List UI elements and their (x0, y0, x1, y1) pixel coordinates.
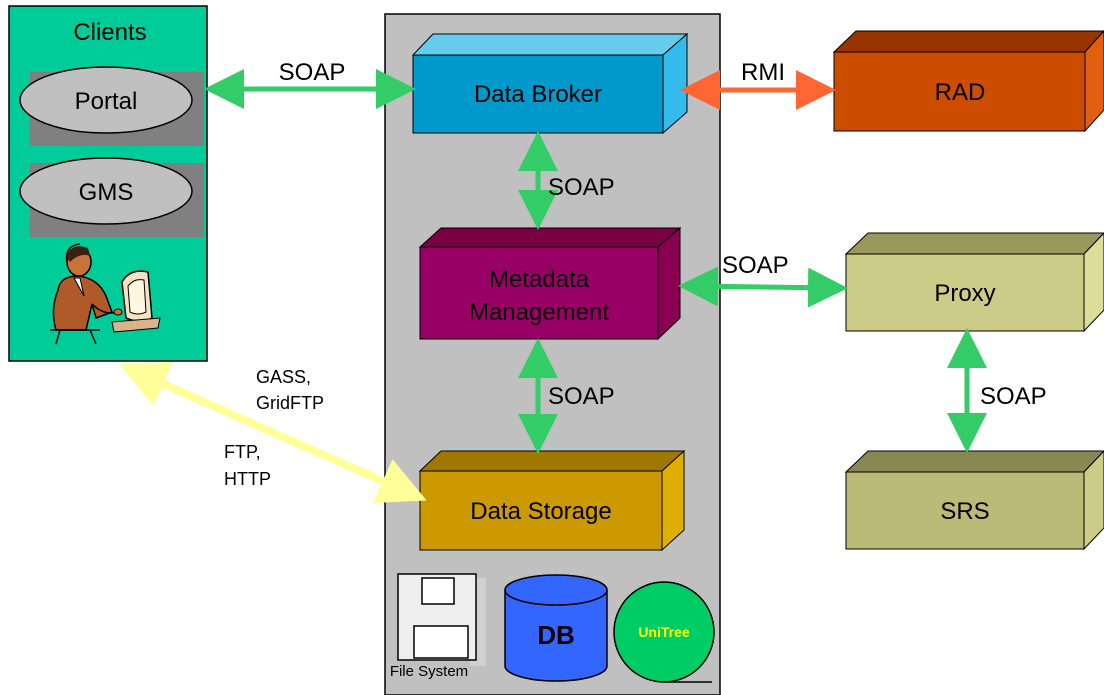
gms-label: GMS (79, 179, 134, 206)
unitree-icon[interactable]: UniTree (613, 581, 715, 683)
data-storage-box[interactable]: Data Storage (418, 449, 686, 552)
soap-label-metadata-proxy: SOAP (722, 252, 789, 279)
soap-label-proxy-srs: SOAP (980, 383, 1047, 410)
transfer-label-b-line1: FTP, (224, 442, 261, 462)
transfer-arrow-clients-storage (119, 361, 427, 504)
transfer-label-a-line1: GASS, (256, 367, 311, 387)
srs-box[interactable]: SRS (844, 450, 1104, 551)
file-system-icon[interactable]: File System (390, 573, 486, 680)
metadata-label-line2: Management (469, 299, 609, 326)
metadata-label-line1: Metadata (489, 266, 590, 293)
user-at-computer-icon (50, 243, 161, 345)
metadata-management-box[interactable]: Metadata Management (418, 226, 682, 341)
portal-client[interactable]: Portal (19, 66, 204, 146)
proxy-label: Proxy (934, 280, 995, 307)
data-storage-label: Data Storage (470, 498, 611, 525)
data-broker-box[interactable]: Data Broker (411, 32, 689, 135)
portal-label: Portal (75, 88, 138, 115)
soap-arrow-metadata-proxy (678, 266, 848, 308)
file-system-label: File System (390, 663, 468, 680)
clients-title: Clients (73, 19, 146, 46)
rad-box[interactable]: RAD (832, 30, 1104, 133)
soap-label-clients-broker: SOAP (279, 59, 346, 86)
transfer-label-a-line2: GridFTP (256, 393, 324, 413)
db-cylinder-icon[interactable]: DB (504, 574, 608, 682)
data-broker-label: Data Broker (474, 81, 602, 108)
clients-panel: Clients Portal GMS (8, 5, 208, 362)
gms-client[interactable]: GMS (19, 157, 204, 237)
unitree-label: UniTree (638, 624, 690, 640)
rmi-label: RMI (741, 59, 785, 86)
proxy-box[interactable]: Proxy (844, 232, 1104, 333)
soap-label-metadata-storage: SOAP (548, 383, 615, 410)
srs-label: SRS (940, 498, 989, 525)
soap-label-broker-metadata: SOAP (548, 174, 615, 201)
db-label: DB (537, 620, 575, 650)
rad-label: RAD (935, 79, 986, 106)
transfer-label-b-line2: HTTP (224, 469, 271, 489)
